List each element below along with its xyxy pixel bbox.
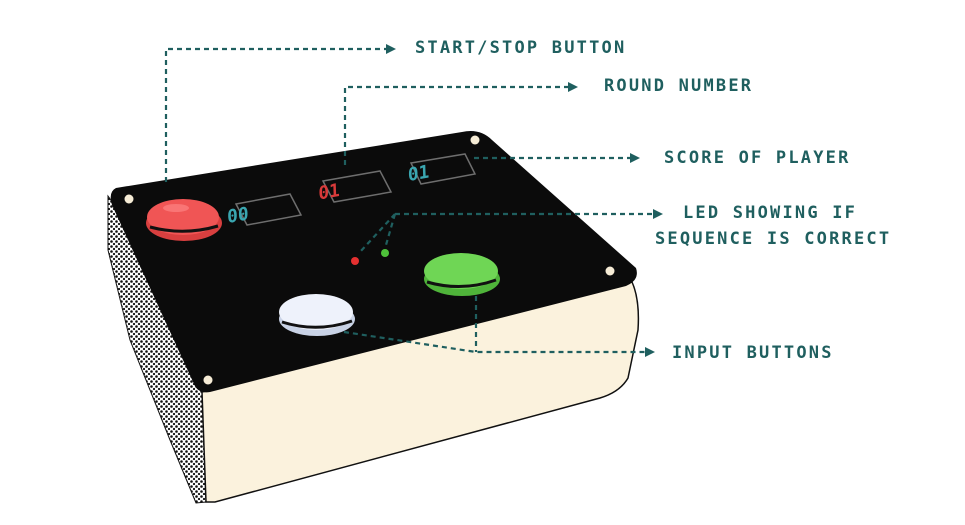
display-left-digits: 00: [227, 203, 249, 228]
screw-top-left: [124, 194, 134, 204]
start-stop-button[interactable]: [146, 199, 222, 241]
screw-bottom-right: [605, 266, 615, 276]
input-button-green[interactable]: [424, 253, 500, 296]
display-round-number: 01: [318, 170, 393, 205]
led-green: [381, 249, 389, 257]
label-start-stop-button: START/STOP BUTTON: [415, 38, 627, 58]
display-left: 00: [227, 193, 303, 228]
arrowhead-score: [630, 153, 640, 163]
screw-top-right: [470, 135, 480, 145]
leader-round-number: [343, 85, 570, 165]
label-round-number: ROUND NUMBER: [604, 76, 754, 96]
label-score-of-player: SCORE OF PLAYER: [664, 148, 851, 168]
label-led-line2: SEQUENCE IS CORRECT: [655, 229, 892, 249]
arrowhead-led: [653, 209, 663, 219]
label-input-buttons: INPUT BUTTONS: [672, 343, 834, 363]
display-score: 01: [408, 153, 477, 186]
led-red: [351, 257, 359, 265]
arrowhead-input: [645, 347, 655, 357]
input-button-white[interactable]: [279, 294, 355, 336]
arrowhead-start-stop: [386, 44, 396, 54]
leader-start-stop: [164, 47, 388, 182]
label-led-line1: LED SHOWING IF: [683, 203, 858, 223]
display-score-digits: 01: [408, 161, 430, 186]
display-round-digits: 01: [318, 180, 340, 205]
box-top-face: [110, 131, 637, 393]
screw-bottom-left: [203, 375, 213, 385]
leader-input-white: [343, 330, 647, 354]
box-front-side: [201, 281, 640, 503]
arrowhead-round-number: [568, 82, 578, 92]
